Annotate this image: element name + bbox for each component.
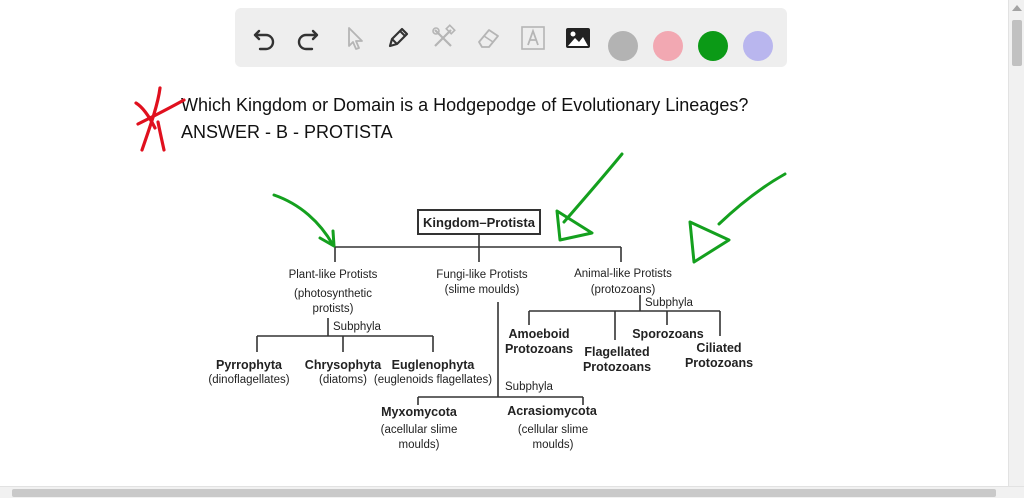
myxomycota-label: Myxomycota (381, 405, 457, 419)
color-swatch-green[interactable] (698, 31, 728, 61)
plant-like-desc: (photosynthetic (294, 288, 372, 300)
fungi-like-title: Fungi-like Protists (436, 269, 528, 281)
fungi-like-desc: (slime moulds) (444, 284, 520, 296)
pointer-icon[interactable] (339, 23, 369, 53)
animal-subphyla-label: Subphyla (645, 297, 693, 309)
myxomycota-desc-2: moulds) (398, 439, 440, 451)
scroll-up-arrow-icon[interactable] (1012, 5, 1022, 11)
tools-icon[interactable] (428, 23, 458, 53)
eraser-icon[interactable] (473, 23, 503, 53)
color-swatch-gray[interactable] (608, 31, 638, 61)
vertical-scrollbar[interactable] (1008, 0, 1024, 486)
drawing-toolbar (235, 8, 787, 67)
amoeboid-label-2: Protozoans (504, 342, 574, 356)
image-icon[interactable] (563, 23, 593, 53)
flagellated-label: Flagellated (584, 345, 650, 359)
acrasiomycota-desc: (cellular slime (517, 424, 589, 436)
ciliated-label: Ciliated (696, 341, 742, 355)
question-text: Which Kingdom or Domain is a Hodgepodge … (181, 95, 749, 115)
fungi-subphyla-label: Subphyla (505, 381, 553, 393)
chrysophyta-label: Chrysophyta (304, 358, 382, 372)
redo-icon[interactable] (293, 23, 323, 53)
pen-icon[interactable] (383, 23, 413, 53)
color-swatch-lavender[interactable] (743, 31, 773, 61)
euglenophyta-desc: (euglenoids flagellates) (373, 374, 493, 386)
answer-text: ANSWER - B - PROTISTA (181, 122, 393, 142)
color-swatch-pink[interactable] (653, 31, 683, 61)
ciliated-label-2: Protozoans (684, 356, 754, 370)
amoeboid-label: Amoeboid (508, 327, 570, 341)
plant-like-title: Plant-like Protists (288, 269, 378, 281)
flagellated-label-2: Protozoans (582, 360, 652, 374)
plant-like-desc2: protists) (312, 303, 354, 315)
text-icon[interactable] (518, 23, 548, 53)
animal-like-desc: (protozoans) (590, 284, 656, 296)
horizontal-scroll-thumb[interactable] (12, 489, 996, 497)
animal-like-title: Animal-like Protists (574, 268, 672, 280)
pyrrophyta-label: Pyrrophyta (216, 358, 282, 372)
undo-icon[interactable] (249, 23, 279, 53)
chrysophyta-desc: (diatoms) (319, 374, 367, 386)
sporozoans-label: Sporozoans (632, 327, 704, 341)
kingdom-protista-box: Kingdom–Protista (417, 209, 541, 235)
vertical-scroll-thumb[interactable] (1012, 20, 1022, 66)
plant-subphyla-label: Subphyla (333, 321, 381, 333)
myxomycota-desc: (acellular slime (380, 424, 458, 436)
acrasiomycota-desc-2: moulds) (532, 439, 574, 451)
acrasiomycota-label: Acrasiomycota (507, 404, 597, 418)
horizontal-scrollbar[interactable] (0, 486, 1024, 498)
euglenophyta-label: Euglenophyta (391, 358, 475, 372)
pyrrophyta-desc: (dinoflagellates) (208, 374, 290, 386)
classification-diagram (256, 235, 721, 405)
